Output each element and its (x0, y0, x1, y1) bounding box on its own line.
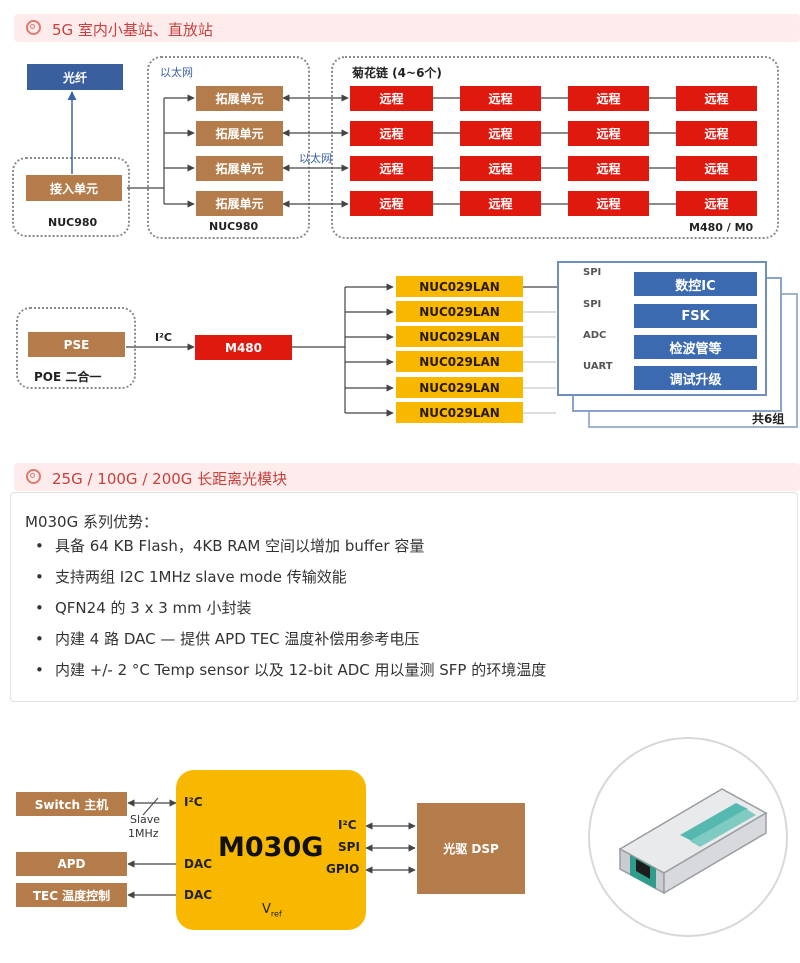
func-box-ic: 数控IC (634, 272, 757, 296)
pin-dac-1: DAC (184, 857, 213, 871)
remote-chip-label: M480 / M0 (689, 221, 754, 234)
poe-label: POE 二合一 (34, 370, 102, 384)
vref-label: Vref (262, 902, 282, 919)
nuc029-box: NUC029LAN (396, 351, 523, 372)
bus-uart-label: UART (583, 361, 613, 372)
m030g-chip: I²C DAC DAC I²C SPI GPIO M030G Vref (176, 770, 366, 930)
ethernet-label: 以太网 (160, 66, 193, 79)
remote-box: 远程 (350, 86, 433, 111)
pin-gpio: GPIO (326, 862, 360, 876)
section-header-5g: 5G 室内小基站、直放站 (14, 14, 800, 42)
groups-label: 共6组 (752, 412, 785, 426)
m480-box: M480 (195, 335, 292, 360)
func-box-detect: 检波管等 (634, 335, 757, 359)
func-box-fsk: FSK (634, 304, 757, 328)
remote-box: 远程 (350, 156, 433, 181)
nuc029-box: NUC029LAN (396, 402, 523, 423)
feature-card: M030G 系列优势： 具备 64 KB Flash，4KB RAM 空间以增加… (10, 492, 798, 702)
section-header-optical: 25G / 100G / 200G 长距离光模块 (14, 463, 800, 491)
pin-dac-2: DAC (184, 888, 213, 902)
ext-chip-label: NUC980 (209, 220, 259, 233)
pin-i2c-right: I²C (338, 818, 357, 832)
ethernet-label-2: 以太网 (299, 152, 332, 165)
remote-box: 远程 (676, 121, 757, 146)
circle-icon (26, 469, 41, 484)
sfp-module-image (588, 737, 788, 937)
ext-unit-box-2: 拓展单元 (196, 121, 283, 146)
func-box-debug: 调试升级 (634, 366, 757, 390)
feature-item: 内建 +/- 2 °C Temp sensor 以及 12-bit ADC 用以… (35, 655, 546, 686)
remote-box: 远程 (350, 191, 433, 216)
remote-box: 远程 (350, 121, 433, 146)
pin-spi: SPI (338, 840, 360, 854)
ext-unit-box-1: 拓展单元 (196, 86, 283, 111)
remote-box: 远程 (568, 191, 649, 216)
chip-name: M030G (218, 832, 324, 863)
remote-box: 远程 (676, 191, 757, 216)
switch-host-box: Switch 主机 (16, 792, 127, 816)
slave-speed-label: 1MHz (128, 827, 159, 840)
access-chip-label: NUC980 (48, 216, 98, 229)
bus-adc-label: ADC (583, 330, 607, 341)
apd-box: APD (16, 852, 127, 876)
remote-box: 远程 (460, 121, 541, 146)
feature-item: 具备 64 KB Flash，4KB RAM 空间以增加 buffer 容量 (35, 531, 546, 562)
pin-i2c-left: I²C (184, 795, 203, 809)
nuc029-box: NUC029LAN (396, 276, 523, 297)
nuc029-box: NUC029LAN (396, 326, 523, 347)
poe-group (16, 307, 136, 389)
daisy-chain-group (331, 56, 779, 239)
optical-dsp-box: 光驱 DSP (417, 803, 525, 894)
ext-unit-box-3: 拓展单元 (196, 156, 283, 181)
pse-box: PSE (28, 332, 125, 357)
bus-spi-label: SPI (583, 299, 602, 310)
bus-spi-label: SPI (583, 267, 602, 278)
remote-box: 远程 (460, 156, 541, 181)
feature-list: 具备 64 KB Flash，4KB RAM 空间以增加 buffer 容量 支… (35, 531, 546, 686)
feature-item: 支持两组 I2C 1MHz slave mode 传输效能 (35, 562, 546, 593)
circle-icon (26, 20, 41, 35)
remote-box: 远程 (568, 86, 649, 111)
section-title: 25G / 100G / 200G 长距离光模块 (52, 470, 288, 488)
sfp-module-icon (618, 788, 768, 895)
ext-unit-box-4: 拓展单元 (196, 191, 283, 216)
daisy-chain-label: 菊花链 (4~6个) (352, 66, 442, 80)
access-unit-group (12, 157, 130, 237)
nuc029-box: NUC029LAN (396, 301, 523, 322)
section-title: 5G 室内小基站、直放站 (52, 21, 213, 39)
tec-box: TEC 温度控制 (16, 883, 127, 907)
i2c-label: I²C (155, 331, 172, 344)
remote-box: 远程 (676, 156, 757, 181)
remote-box: 远程 (568, 156, 649, 181)
remote-box: 远程 (676, 86, 757, 111)
feature-item: QFN24 的 3 x 3 mm 小封装 (35, 593, 546, 624)
remote-box: 远程 (568, 121, 649, 146)
feature-item: 内建 4 路 DAC — 提供 APD TEC 温度补偿用参考电压 (35, 624, 546, 655)
nuc029-box: NUC029LAN (396, 377, 523, 398)
remote-box: 远程 (460, 86, 541, 111)
access-unit-box: 接入单元 (26, 175, 122, 201)
feature-intro: M030G 系列优势： (25, 513, 158, 531)
extension-unit-group (147, 56, 310, 239)
slave-label: Slave (130, 813, 161, 826)
remote-box: 远程 (460, 191, 541, 216)
fiber-box: 光纤 (27, 64, 123, 90)
